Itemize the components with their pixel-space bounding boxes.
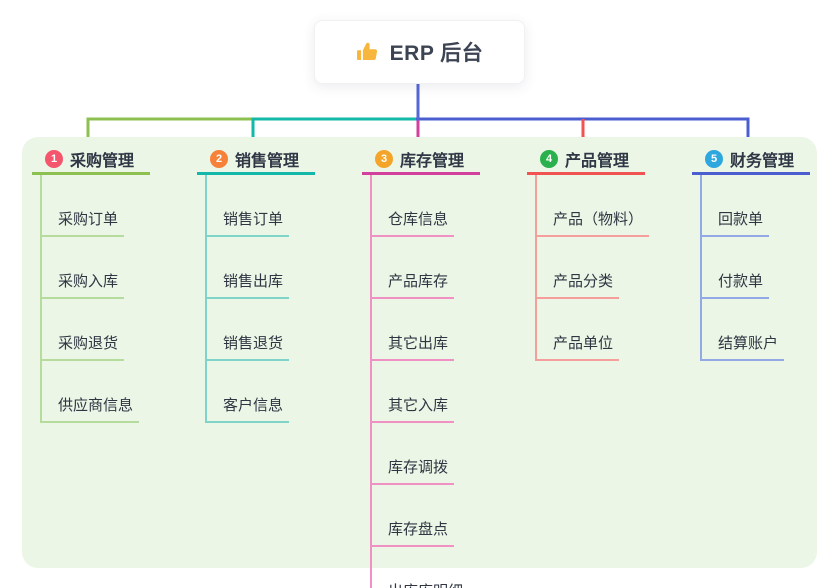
mindmap-node[interactable]: 结算账户 [702, 299, 785, 361]
mindmap-node[interactable]: 仓库信息 [372, 175, 455, 237]
mindmap-node[interactable]: 回款单 [702, 175, 770, 237]
branch-item-list: 销售订单 销售出库 销售退货 客户信息 [205, 175, 290, 423]
mindmap-node[interactable]: 采购订单 [42, 175, 125, 237]
mindmap-node[interactable]: 付款单 [702, 237, 770, 299]
mindmap-node[interactable]: 采购退货 [42, 299, 125, 361]
mindmap-node[interactable]: 采购入库 [42, 237, 125, 299]
branch-header[interactable]: 1 采购管理 [32, 146, 150, 175]
branch-number-badge: 3 [375, 150, 393, 168]
mindmap-node[interactable]: 出库库明细 [372, 547, 469, 588]
mindmap-node[interactable]: 产品单位 [537, 299, 620, 361]
branch-header[interactable]: 4 产品管理 [527, 146, 645, 175]
branch-2: 2 销售管理 销售订单 销售出库 销售退货 客户信息 [197, 146, 327, 423]
branch-item-list: 回款单 付款单 结算账户 [700, 175, 785, 361]
mindmap-node[interactable]: 其它出库 [372, 299, 455, 361]
branch-header[interactable]: 2 销售管理 [197, 146, 315, 175]
mindmap-node[interactable]: 产品库存 [372, 237, 455, 299]
mindmap-node[interactable]: 产品（物料） [537, 175, 650, 237]
branch-4: 4 产品管理 产品（物料） 产品分类 产品单位 [527, 146, 657, 361]
mindmap-node[interactable]: 客户信息 [207, 361, 290, 423]
mindmap-node[interactable]: 供应商信息 [42, 361, 140, 423]
mindmap-node[interactable]: 销售退货 [207, 299, 290, 361]
branch-number-badge: 4 [540, 150, 558, 168]
root-node[interactable]: ERP 后台 [314, 20, 525, 84]
mindmap-node[interactable]: 产品分类 [537, 237, 620, 299]
branch-number-badge: 5 [705, 150, 723, 168]
mindmap-node[interactable]: 库存调拨 [372, 423, 455, 485]
mindmap-node[interactable]: 其它入库 [372, 361, 455, 423]
mindmap-panel [22, 137, 817, 568]
branch-1: 1 采购管理 采购订单 采购入库 采购退货 供应商信息 [32, 146, 162, 423]
branch-3: 3 库存管理 仓库信息 产品库存 其它出库 其它入库 库存调拨 库存盘点 出库库… [362, 146, 492, 588]
mindmap-node[interactable]: 销售出库 [207, 237, 290, 299]
thumbs-up-icon [356, 40, 380, 64]
branch-5: 5 财务管理 回款单 付款单 结算账户 [692, 146, 822, 361]
mindmap-node[interactable]: 库存盘点 [372, 485, 455, 547]
branch-item-list: 仓库信息 产品库存 其它出库 其它入库 库存调拨 库存盘点 出库库明细 [370, 175, 469, 588]
root-title: ERP 后台 [389, 42, 484, 65]
mindmap-node[interactable]: 销售订单 [207, 175, 290, 237]
branch-number-badge: 1 [45, 150, 63, 168]
branch-header[interactable]: 3 库存管理 [362, 146, 480, 175]
branch-number-badge: 2 [210, 150, 228, 168]
branch-item-list: 产品（物料） 产品分类 产品单位 [535, 175, 650, 361]
branch-item-list: 采购订单 采购入库 采购退货 供应商信息 [40, 175, 140, 423]
branch-header[interactable]: 5 财务管理 [692, 146, 810, 175]
